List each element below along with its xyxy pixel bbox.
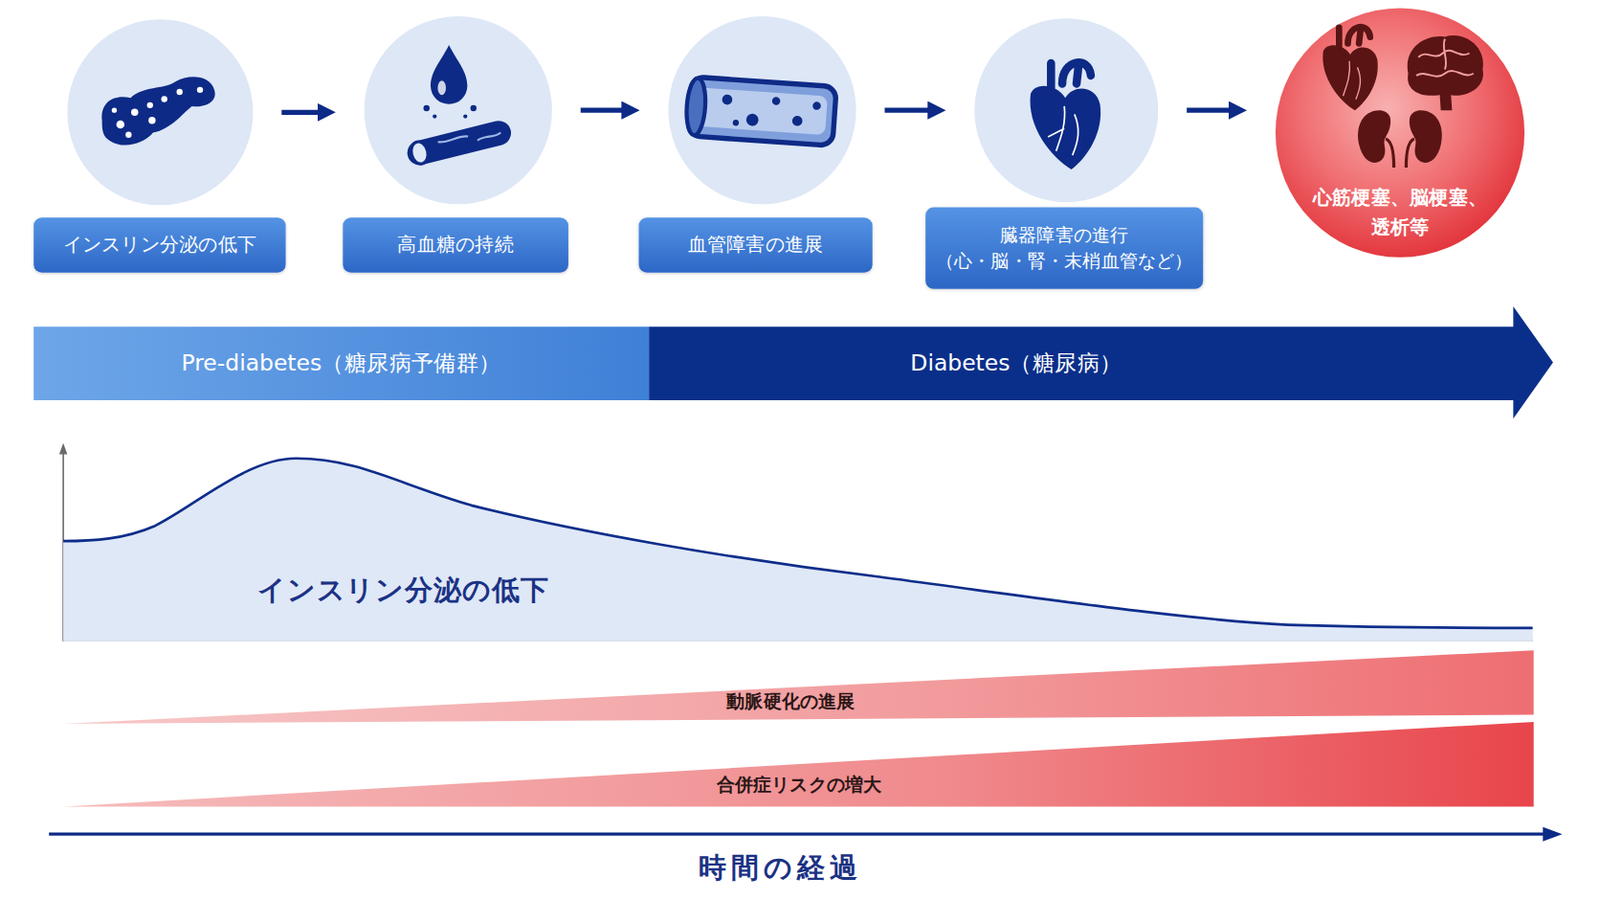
curve-fill bbox=[63, 458, 1534, 642]
risk-wedge: 合併症リスクの増大 bbox=[63, 721, 1534, 808]
kidney-icon bbox=[1357, 110, 1395, 168]
stage-label: Pre-diabetes（糖尿病予備群） bbox=[33, 326, 649, 400]
step-label: インスリン分泌の低下 bbox=[33, 217, 286, 273]
flow-arrow bbox=[281, 110, 326, 115]
vessel-damage-icon bbox=[685, 76, 838, 146]
stage-arrow-band: Diabetes（糖尿病） bbox=[648, 306, 1554, 419]
flow-arrow bbox=[580, 107, 630, 112]
insulin-curve-area-shape bbox=[63, 444, 1534, 642]
edge-group bbox=[281, 110, 1237, 112]
pancreas-shape bbox=[101, 76, 215, 145]
kidney-icon bbox=[1405, 110, 1443, 168]
step-circle-shape bbox=[66, 19, 253, 205]
step-circle-fill bbox=[66, 19, 253, 205]
outcome-label: 心筋梗塞、脳梗塞、 透析等 bbox=[1297, 179, 1502, 245]
step-circle: インスリン分泌の低下 bbox=[66, 19, 253, 205]
step-circle: 高血糖の持続 bbox=[364, 16, 553, 204]
step-label: 臓器障害の進行 （心・脳・腎・末梢血管など） bbox=[925, 206, 1203, 289]
step-label: 血管障害の進展 bbox=[639, 217, 873, 273]
time-axis-arrowhead bbox=[1542, 826, 1562, 842]
vessel-tube bbox=[404, 117, 514, 168]
organ-heart-icon bbox=[1322, 26, 1378, 111]
step-circle-shape bbox=[364, 16, 553, 204]
wedge-label: 合併症リスクの増大 bbox=[676, 771, 922, 799]
step-circle-shape bbox=[974, 18, 1158, 202]
risk-wedge-shape bbox=[63, 649, 1534, 725]
insulin-curve-area: インスリン分泌の低下 bbox=[63, 444, 1534, 642]
pancreas-dots bbox=[111, 87, 203, 138]
stage-band: Pre-diabetes（糖尿病予備群） bbox=[33, 326, 649, 400]
heart-icon bbox=[1030, 62, 1102, 170]
curve-label: インスリン分泌の低下 bbox=[229, 569, 578, 611]
blood-drop bbox=[430, 44, 467, 105]
drop-highlight bbox=[437, 80, 446, 95]
step-circle-shape bbox=[667, 16, 856, 204]
splash-dots bbox=[423, 105, 477, 119]
risk-wedge: 動脈硬化の進展 bbox=[63, 649, 1534, 725]
flow-arrow bbox=[1186, 107, 1237, 112]
outcome-circle-fill bbox=[1275, 8, 1525, 258]
brain-icon bbox=[1407, 35, 1484, 111]
pancreas-icon bbox=[101, 76, 215, 145]
time-axis bbox=[48, 832, 1545, 836]
insulin-curve bbox=[63, 458, 1534, 628]
wedge-label: 動脈硬化の進展 bbox=[688, 688, 893, 715]
blood-drop-vessel-icon bbox=[404, 44, 514, 168]
step-circle-fill bbox=[667, 16, 856, 204]
outcome-circle: 心筋梗塞、脳梗塞、 透析等 bbox=[1275, 8, 1525, 258]
stage-arrow-band-fill bbox=[648, 306, 1554, 419]
stage-label: Diabetes（糖尿病） bbox=[852, 326, 1179, 400]
step-label: 高血糖の持続 bbox=[342, 217, 569, 273]
flow-arrow bbox=[885, 107, 936, 112]
axis-arrowhead bbox=[59, 443, 68, 455]
step-circle-fill bbox=[364, 16, 553, 204]
step-circle-fill bbox=[974, 18, 1158, 202]
time-axis-label: 時間の経過 bbox=[652, 846, 909, 889]
step-circle: 臓器障害の進行 （心・脳・腎・末梢血管など） bbox=[974, 18, 1158, 202]
risk-wedge-fill bbox=[63, 721, 1534, 807]
step-circle: 血管障害の進展 bbox=[667, 16, 856, 204]
risk-wedge-fill bbox=[63, 649, 1534, 724]
